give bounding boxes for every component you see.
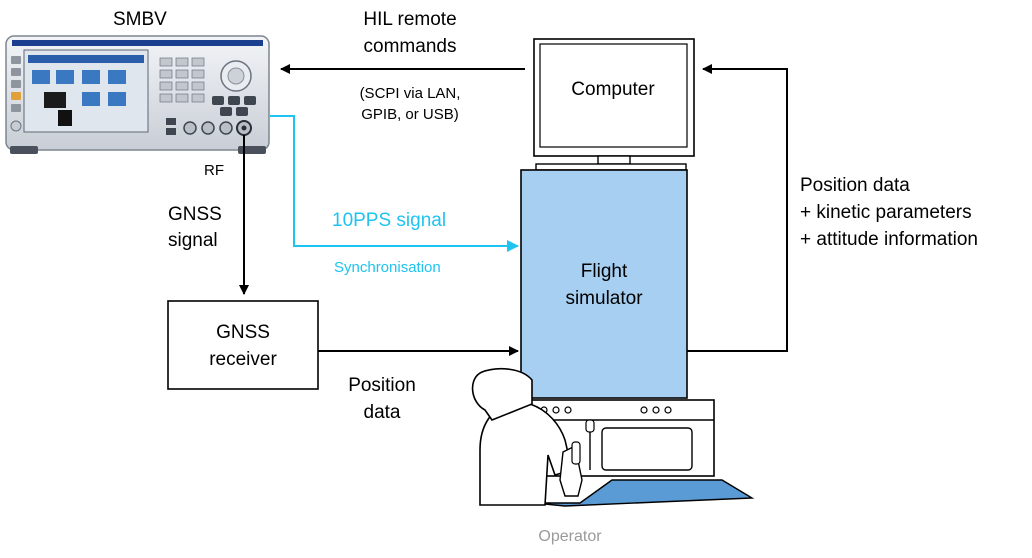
flight-simulator-label-line1: Flight bbox=[580, 261, 628, 282]
remote-commands-title-line1: HIL remote bbox=[363, 9, 457, 30]
pps-sync-arrow bbox=[270, 115, 519, 252]
remote-commands-title-line2: commands bbox=[363, 36, 457, 57]
flight-simulator-label-line2: simulator bbox=[565, 288, 643, 309]
computer-label: Computer bbox=[571, 79, 655, 100]
operator-label: Operator bbox=[538, 528, 602, 545]
rf-port-label: RF bbox=[204, 162, 224, 179]
feedback-label-line3: + attitude information bbox=[800, 229, 978, 250]
operator-illustration bbox=[471, 367, 755, 507]
feedback-label-line1: Position data bbox=[800, 175, 910, 196]
position-data-label-line1: Position bbox=[348, 375, 416, 396]
remote-commands-detail-line2: GPIB, or USB) bbox=[361, 106, 459, 123]
gnss-signal-label-line2: signal bbox=[168, 230, 218, 251]
position-data-label-line2: data bbox=[363, 402, 401, 423]
smbv-title: SMBV bbox=[113, 9, 167, 30]
remote-commands-detail-line1: (SCPI via LAN, bbox=[359, 85, 461, 102]
gnss-signal-label-line1: GNSS bbox=[168, 204, 222, 225]
feedback-arrow bbox=[687, 64, 788, 352]
sync-label: Synchronisation bbox=[334, 259, 441, 276]
smbv-instrument-image bbox=[5, 35, 270, 154]
flight-simulator-box bbox=[520, 169, 688, 399]
computer-monitor bbox=[533, 38, 695, 171]
gnss-receiver-box bbox=[167, 300, 319, 390]
gnss-receiver-label-line1: GNSS bbox=[216, 322, 270, 343]
feedback-label-line2: + kinetic parameters bbox=[800, 202, 972, 223]
gnss-receiver-label-line2: receiver bbox=[209, 349, 277, 370]
pps-signal-label: 10PPS signal bbox=[332, 210, 447, 231]
